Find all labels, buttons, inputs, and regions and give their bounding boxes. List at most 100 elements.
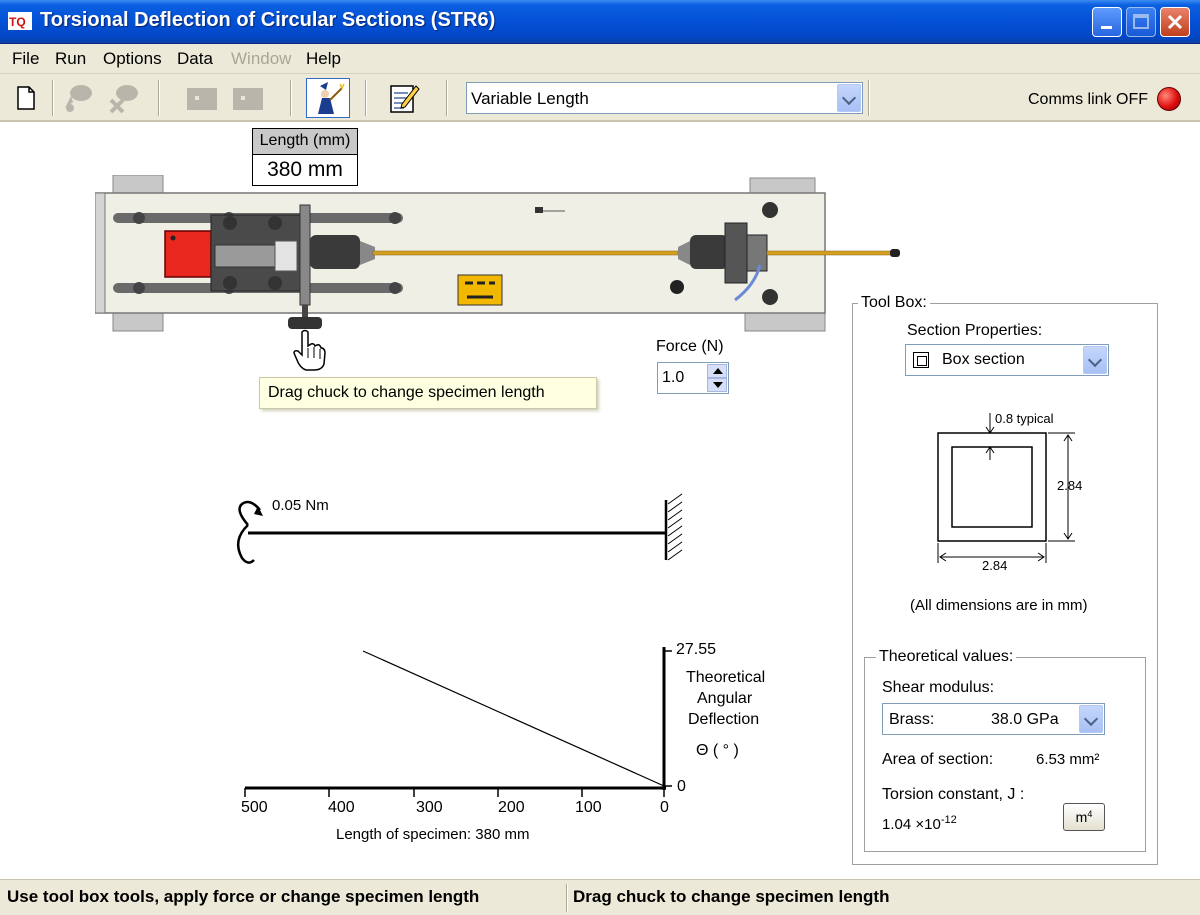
close-button[interactable] (1160, 7, 1190, 37)
record-data-icon (65, 85, 92, 112)
toolbar-separator (290, 80, 292, 116)
beam-schematic (236, 493, 683, 564)
table-button (184, 80, 220, 116)
title-bar[interactable]: TQ Torsional Deflection of Circular Sect… (0, 0, 1200, 44)
tecquipment-logo-icon: TQ (8, 12, 32, 30)
menu-file[interactable]: File (12, 49, 40, 68)
torque-label: 0.05 Nm (272, 497, 329, 514)
remove-data-icon (109, 85, 138, 114)
y-title-line-1: Theoretical (686, 669, 766, 686)
torsion-exponent: -12 (940, 814, 957, 826)
area-value: 6.53 mm² (1036, 751, 1100, 768)
notepad-icon (390, 85, 420, 113)
menu-help[interactable]: Help (306, 49, 341, 68)
chevron-down-icon[interactable] (837, 84, 861, 112)
shear-value: 38.0 GPa (991, 711, 1059, 728)
unit-exponent: 4 (1087, 809, 1093, 819)
box-section-diagram (937, 413, 1075, 563)
y-unit-label: Θ ( ° ) (696, 742, 739, 759)
maximize-button[interactable] (1126, 7, 1156, 37)
unit-toggle-button[interactable]: m4 (1063, 803, 1105, 831)
menu-data[interactable]: Data (177, 49, 213, 68)
toolbar-separator (868, 80, 870, 116)
area-label: Area of section: (882, 751, 994, 768)
length-display: Length (mm) 380 mm (252, 128, 358, 186)
tooltip: Drag chuck to change specimen length (259, 377, 597, 409)
force-spinner[interactable]: 1.0 (657, 362, 729, 394)
menu-bar: File Run Options Data Window Help (0, 44, 1200, 74)
close-icon (1167, 14, 1183, 30)
shear-modulus-select[interactable]: Brass: 38.0 GPa (882, 703, 1105, 735)
section-properties-label: Section Properties: (907, 322, 1043, 339)
torsion-test-rig (95, 175, 900, 332)
shear-material: Brass: (889, 711, 935, 728)
y-max-label: 27.55 (676, 641, 717, 658)
mode-select[interactable]: Variable Length (466, 82, 863, 114)
minimize-icon (1101, 26, 1112, 29)
record-button (60, 80, 96, 116)
dim-typical-label: 0.8 typical (995, 411, 1054, 426)
menu-options[interactable]: Options (103, 49, 162, 68)
status-right-text: Drag chuck to change specimen length (573, 887, 890, 906)
status-divider (566, 884, 568, 912)
wizard-icon (318, 82, 345, 114)
x-tick-label: 400 (328, 799, 355, 816)
x-tick-label: 0 (660, 799, 669, 816)
tooltip-text: Drag chuck to change specimen length (268, 384, 545, 401)
toolbar: Variable Length Comms link OFF (0, 74, 1200, 122)
box-section-icon (913, 352, 929, 368)
toolbox-panel (852, 303, 1158, 865)
dimensions-note: (All dimensions are in mm) (910, 597, 1088, 614)
x-caption: Length of specimen: 380 mm (336, 826, 530, 843)
torsion-constant-label: Torsion constant, J : (882, 786, 1025, 803)
section-select[interactable]: Box section (905, 344, 1109, 376)
status-bar: Use tool box tools, apply force or chang… (0, 879, 1200, 915)
table-view-icon (187, 88, 217, 110)
menu-window: Window (231, 49, 292, 68)
deflection-graph (244, 647, 672, 797)
x-tick-label: 200 (498, 799, 525, 816)
remove-button (106, 80, 142, 116)
x-tick-label: 500 (241, 799, 268, 816)
x-tick-label: 100 (575, 799, 602, 816)
chevron-down-icon[interactable] (1079, 705, 1103, 733)
y-title-line-2: Angular (697, 690, 753, 707)
graph-view-icon (233, 88, 263, 110)
status-left-text: Use tool box tools, apply force or chang… (7, 887, 480, 906)
length-display-label: Length (mm) (253, 129, 357, 155)
maximize-icon (1133, 14, 1149, 29)
new-document-icon (17, 86, 35, 110)
dim-height-label: 2.84 (1057, 478, 1083, 493)
torsion-mantissa: 1.04 ×10 (882, 816, 941, 833)
force-label: Force (N) (656, 338, 724, 355)
window-title: Torsional Deflection of Circular Section… (40, 9, 496, 31)
spin-down-icon[interactable] (707, 378, 727, 392)
deflection-line (362, 650, 665, 787)
y-title-line-3: Deflection (688, 711, 760, 728)
torsion-constant-value: 1.04 ×10-12 (882, 814, 957, 833)
notepad-button[interactable] (386, 80, 422, 116)
mode-select-value: Variable Length (471, 89, 589, 108)
toolbar-separator (52, 80, 54, 116)
comms-status-led-icon (1157, 87, 1181, 111)
force-value[interactable]: 1.0 (662, 369, 685, 386)
menu-run[interactable]: Run (55, 49, 87, 68)
toolbox-title: Tool Box: (858, 294, 930, 312)
dim-width-label: 2.84 (982, 558, 1008, 573)
spin-up-icon[interactable] (707, 364, 727, 378)
graph-button (230, 80, 266, 116)
x-tick-label: 300 (416, 799, 443, 816)
toolbar-separator (158, 80, 160, 116)
toolbar-separator (365, 80, 367, 116)
theoretical-values-title: Theoretical values: (876, 648, 1017, 666)
svg-text:TQ: TQ (9, 15, 26, 29)
chevron-down-icon[interactable] (1083, 346, 1107, 374)
wizard-button[interactable] (306, 78, 350, 118)
section-select-value: Box section (942, 351, 1025, 368)
new-button[interactable] (8, 80, 44, 116)
comms-status-label: Comms link OFF (1028, 91, 1148, 108)
length-display-value: 380 mm (267, 158, 343, 181)
minimize-button[interactable] (1092, 7, 1122, 37)
unit-base: m (1075, 809, 1088, 825)
y-min-label: 0 (677, 778, 686, 795)
